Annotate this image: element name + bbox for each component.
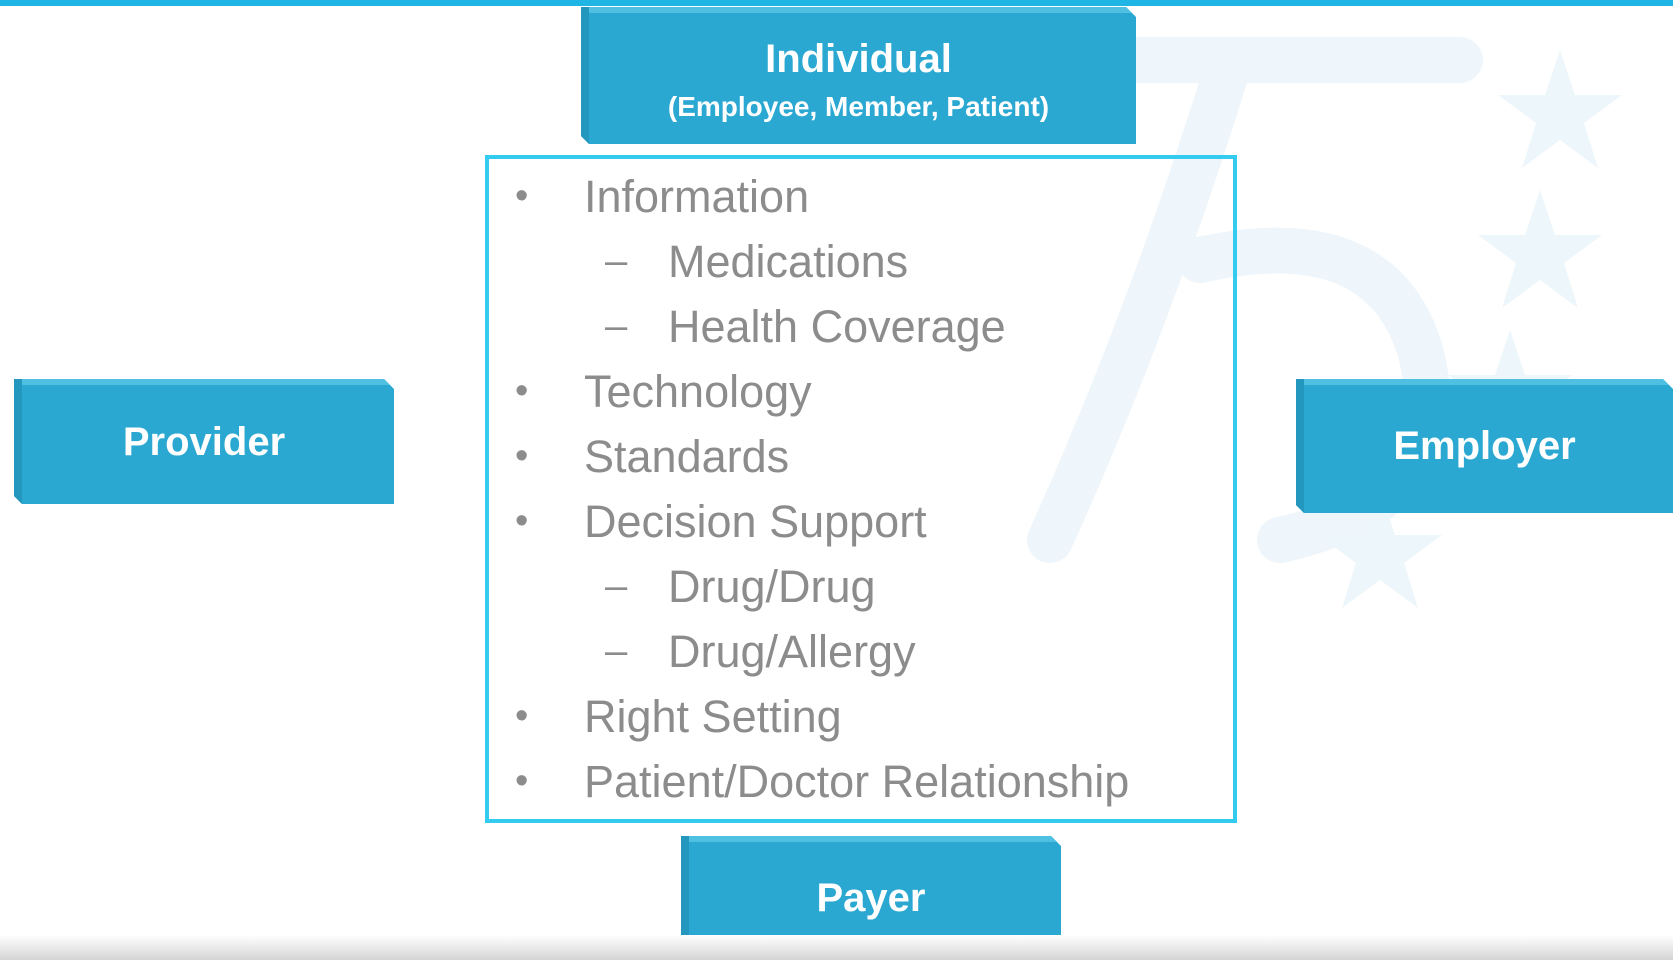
bullet-marker: •	[515, 500, 529, 542]
bullet-marker: •	[515, 175, 529, 217]
list-item-text: Drug/Drug	[668, 560, 876, 612]
central-content-box: • Information – Medications – Health Cov…	[485, 155, 1237, 823]
bullet-marker: •	[515, 760, 529, 802]
dash-marker: –	[605, 239, 628, 283]
list-item-text: Health Coverage	[668, 300, 1006, 352]
dash-marker: –	[605, 304, 628, 348]
list-item-text: Decision Support	[584, 495, 927, 547]
list-item-text: Standards	[584, 430, 790, 482]
payer-label: Payer	[816, 876, 926, 920]
provider-block: Provider	[14, 379, 394, 504]
individual-title: Individual	[765, 36, 952, 81]
individual-block: Individual (Employee, Member, Patient)	[581, 7, 1136, 144]
individual-subtitle: (Employee, Member, Patient)	[667, 90, 1050, 122]
list-item-text: Technology	[584, 365, 812, 417]
bullet-marker: •	[515, 695, 529, 737]
dash-marker: –	[605, 629, 628, 673]
top-accent-rule	[0, 0, 1673, 6]
bottom-shadow-band	[0, 935, 1673, 960]
bullet-marker: •	[515, 370, 529, 412]
list-item-text: Right Setting	[584, 690, 842, 742]
list-item-text: Patient/Doctor Relationship	[584, 755, 1130, 807]
provider-label: Provider	[122, 419, 286, 464]
list-item-text: Medications	[668, 235, 909, 287]
bullet-marker: •	[515, 435, 529, 477]
list-item-text: Drug/Allergy	[668, 625, 916, 677]
list-item-text: Information	[584, 170, 810, 222]
employer-block: Employer	[1296, 379, 1673, 513]
dash-marker: –	[605, 564, 628, 608]
employer-label: Employer	[1393, 424, 1576, 468]
